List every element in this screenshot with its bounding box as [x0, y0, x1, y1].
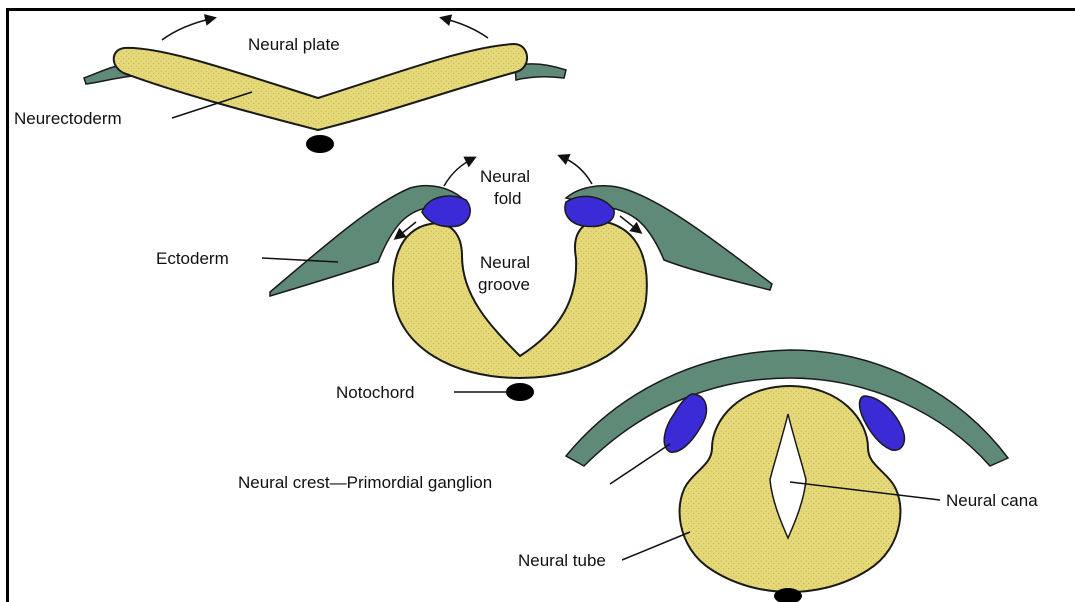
label-ectoderm: Ectoderm: [156, 249, 229, 268]
label-neural-canal: Neural cana: [946, 491, 1038, 510]
leader-neural-tube: [622, 532, 690, 560]
label-neural-fold-line1: Neural: [480, 167, 530, 186]
label-notochord: Notochord: [336, 383, 414, 402]
label-neural-tube: Neural tube: [518, 551, 606, 570]
neural-groove-shape: [393, 221, 647, 378]
stage-neural-plate: Neural plate Neurectoderm: [14, 18, 566, 153]
label-neurectoderm: Neurectoderm: [14, 109, 122, 128]
label-neural-groove-line1: Neural: [480, 253, 530, 272]
label-neural-crest: Neural crest—Primordial ganglion: [238, 473, 492, 492]
leader-neural-crest: [610, 444, 670, 484]
arrow-up-left-stage2: [444, 158, 474, 186]
notochord-stage1: [306, 135, 334, 153]
arrow-right-stage1: [442, 18, 488, 38]
label-neural-groove-line2: groove: [478, 275, 530, 294]
label-neural-fold-line2: fold: [494, 189, 521, 208]
arrow-up-right-stage2: [560, 156, 592, 184]
notochord-stage2: [506, 383, 534, 401]
arrow-left-stage1: [162, 18, 214, 40]
label-neural-plate: Neural plate: [248, 35, 340, 54]
stage-neural-groove: Neural fold Neural groove Ectoderm Notoc…: [156, 156, 772, 402]
